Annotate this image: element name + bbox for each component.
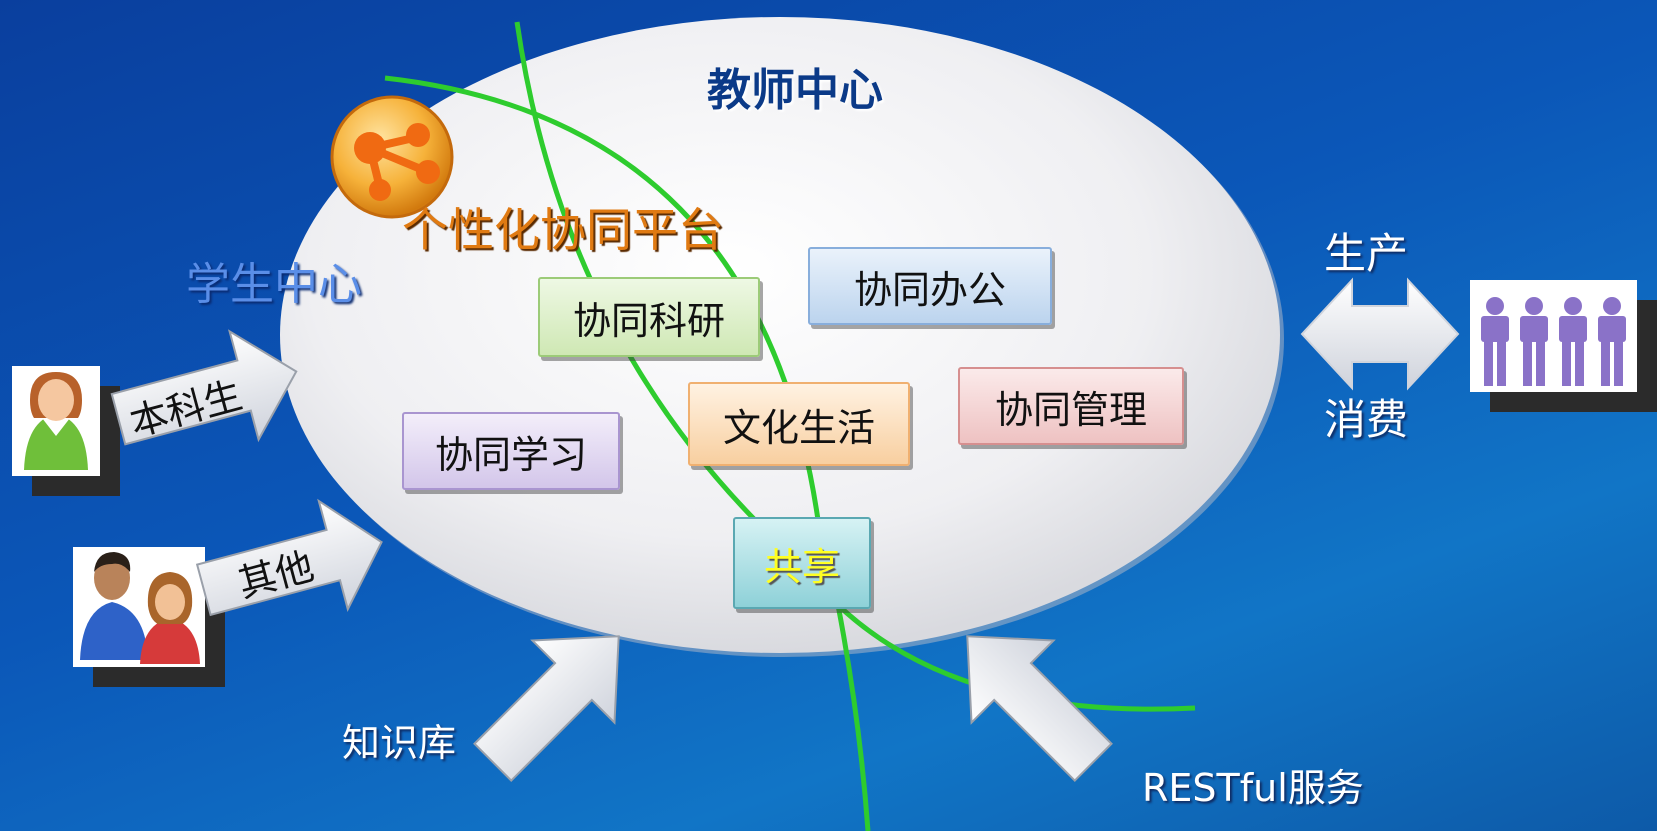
teacher-center-title: 教师中心 [707,65,883,116]
module-office: 协同办公 [808,247,1052,325]
module-culture-label: 文化生活 [722,405,875,450]
consume-label: 消费 [1324,395,1409,444]
module-management: 协同管理 [958,367,1184,445]
module-learning-label: 协同学习 [434,432,587,477]
network-logo-icon [330,95,454,219]
module-share: 共享 [733,517,871,609]
student-center-title: 学生中心 [186,259,362,310]
others-arrow-icon [195,498,383,617]
knowledge-arrow-icon [473,635,620,782]
module-research-label: 协同科研 [572,298,725,343]
undergrad-arrow-icon [110,329,298,446]
module-office-label: 协同办公 [853,267,1006,312]
module-learning: 协同学习 [402,412,620,490]
student-avatar-icon [12,366,120,496]
module-research: 协同科研 [538,277,760,357]
restful-arrow-icon [966,635,1113,782]
produce-label: 生产 [1324,229,1409,278]
platform-title: 个性化协同平台 [402,203,724,257]
module-share-label: 共享 [763,544,840,589]
knowledge-base-label: 知识库 [342,721,457,765]
module-management-label: 协同管理 [994,387,1147,432]
restful-service-label: RESTful服务 [1142,766,1364,810]
double-arrow-icon [1300,277,1460,391]
platform-ellipse-body [280,17,1280,653]
green-curve-3 [835,604,871,831]
people-group-icon [1470,280,1657,412]
module-culture: 文化生活 [688,382,910,466]
